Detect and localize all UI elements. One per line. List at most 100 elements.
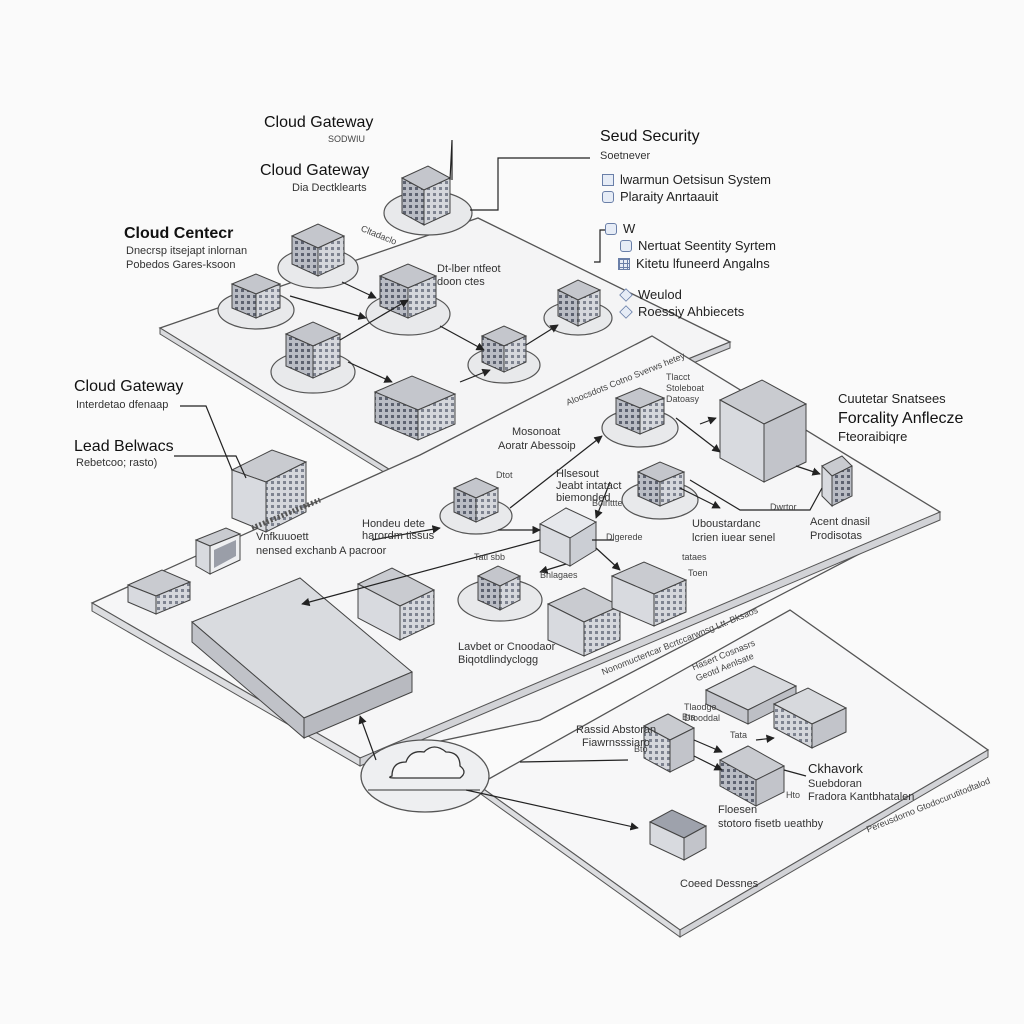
- raned-line1: Rassid Abstoran: [576, 724, 657, 736]
- tl-label-line2: Stoleboat: [666, 383, 705, 393]
- diamond-icon: [619, 304, 633, 319]
- cloud-gateway-3-title: Cloud Gateway: [74, 378, 184, 395]
- node-datacenter-right[interactable]: [718, 379, 808, 483]
- bottom-connections: [693, 734, 807, 777]
- node-bottom-block-b[interactable]: [772, 687, 848, 749]
- coeed-label: Coeed Dessnes: [680, 878, 759, 890]
- ckhaverk-line2: Suebdoran: [808, 778, 862, 790]
- dtr-label-line1: Dt-lber ntfeot: [437, 263, 501, 275]
- floesen-line1: Floesen: [718, 804, 758, 816]
- cloud-gateway-3-subtitle: Interdetao dfenaap: [76, 399, 169, 411]
- lock-icon: [605, 222, 617, 235]
- legend-item-5-text: Kitetu lfuneerd Angalns: [636, 256, 770, 271]
- top-connections: [289, 139, 612, 383]
- cluster-line3: Fteoraibiqre: [838, 429, 908, 444]
- node-tower-top[interactable]: [383, 165, 473, 236]
- node-large-warehouse[interactable]: [191, 577, 413, 740]
- legend-item-1-text: lwarmun Oetsisun System: [620, 172, 771, 187]
- ckhaverk-line1: Ckhavork: [808, 761, 863, 776]
- node-server-h[interactable]: [601, 387, 679, 448]
- lead-balancers-title: Lead Belwacs: [74, 438, 174, 455]
- hlt-line3: biemonded: [556, 492, 611, 504]
- stack-label-2: Boirlttte: [592, 498, 623, 508]
- stack-label-5: Bnlagaes: [540, 570, 578, 580]
- node-bottom-server[interactable]: [648, 809, 708, 861]
- legend-item-4-text: Nertuat Seentity Syrtem: [638, 238, 776, 253]
- node-rack-left[interactable]: [230, 449, 321, 533]
- small-tag-4: Hto: [786, 790, 801, 800]
- grid-icon: [618, 257, 630, 270]
- node-bottom-block-a[interactable]: [704, 665, 798, 725]
- cloud-gateway-1-subtitle: SODWIU: [328, 134, 365, 144]
- small-tag-3: Tata: [730, 730, 748, 740]
- stack-label-4: Dlgerede: [606, 532, 643, 542]
- sead-security-subtitle: Soetnever: [600, 150, 651, 162]
- hlt-line1: Hlsesout: [556, 468, 599, 480]
- node-building-c[interactable]: [610, 561, 688, 627]
- node-server-g[interactable]: [439, 477, 513, 535]
- stack-label-3: Tatl sbb: [474, 552, 506, 562]
- node-building-b[interactable]: [546, 587, 622, 657]
- hardeu-line1: Hondeu dete: [362, 518, 425, 530]
- stack-label-7: Toen: [688, 568, 708, 578]
- hlt-line2: Jeabt intatact: [556, 480, 622, 492]
- sead-security-title: Seud Security: [600, 128, 700, 145]
- node-monitor[interactable]: [194, 527, 242, 575]
- ckhaverk-line3: Fradora Kantbhatalen: [808, 791, 915, 803]
- node-office-top[interactable]: [373, 375, 457, 441]
- shield-icon: [602, 190, 614, 203]
- observant-line2: lcrien iuear senel: [692, 532, 776, 544]
- agent-line2: Prodisotas: [810, 530, 862, 542]
- tl-label-line1: Tlacct: [666, 372, 691, 382]
- lavbet-line2: Biqotdlindyclogg: [458, 654, 539, 666]
- node-server-f[interactable]: [543, 279, 613, 336]
- cluster-line1: Cuutetar Snatsees: [838, 391, 946, 406]
- legend-item-7: Roessiy Ahbiecets: [619, 304, 745, 319]
- floesen-line2: stotoro fisetb ueathby: [718, 818, 824, 830]
- legend-item-7-text: Roessiy Ahbiecets: [638, 304, 745, 319]
- cluster-line2: Forcality Anflecze: [838, 410, 964, 427]
- raned-line2: Fiawrnsssiaro: [582, 737, 650, 749]
- cloud-gateway-1-title: Cloud Gateway: [264, 114, 374, 131]
- legend-item-2-text: Plaraity Anrtaauit: [620, 189, 719, 204]
- node-bottom-building-a[interactable]: [642, 713, 696, 773]
- legend-item-6-text: Weulod: [638, 287, 682, 302]
- hardeu-line2: harordm tissus: [362, 530, 435, 542]
- dwrtor-label: Dwrtor: [770, 502, 797, 512]
- node-small-box[interactable]: [126, 569, 192, 615]
- node-cloud[interactable]: [360, 739, 490, 813]
- legend-item-1: lwarmun Oetsisun System: [602, 172, 771, 187]
- building-icon: [602, 173, 614, 186]
- observant-line1: Uboustardanc: [692, 518, 761, 530]
- vml-label-line1: Vnfkuuoett: [256, 531, 309, 543]
- diamond-icon: [619, 287, 633, 302]
- network-line2: Aoratr Abessoip: [498, 440, 576, 452]
- node-server-j[interactable]: [457, 565, 543, 622]
- node-server-c[interactable]: [365, 263, 451, 336]
- stack-label-1: Dtot: [496, 470, 513, 480]
- legend-item-3-text: W: [623, 221, 636, 236]
- small-tag-2: Bto: [634, 744, 648, 754]
- node-server-d[interactable]: [270, 321, 356, 394]
- node-server-i[interactable]: [621, 461, 699, 520]
- vml-label-line2: nensed exchanb A pacroor: [256, 545, 387, 557]
- lock-icon: [620, 239, 632, 252]
- lead-balancers-subtitle: Rebetcoo; rasto): [76, 457, 158, 469]
- network-line1: Mosonoat: [512, 426, 561, 438]
- legend-item-4: Nertuat Seentity Syrtem: [620, 238, 776, 253]
- legend-item-2: Plaraity Anrtaauit: [602, 189, 718, 204]
- node-bottom-building-b[interactable]: [718, 745, 786, 807]
- legend-item-6: Weulod: [619, 287, 682, 302]
- node-server-b[interactable]: [217, 273, 295, 330]
- node-building-center[interactable]: [356, 567, 436, 641]
- agent-line1: Acent dnasil: [810, 516, 870, 528]
- cloud-connections: [358, 715, 639, 831]
- legend-item-5: Kitetu lfuneerd Angalns: [618, 256, 770, 271]
- node-phone-device[interactable]: [821, 455, 853, 508]
- node-core-switch[interactable]: [538, 507, 598, 567]
- node-server-a[interactable]: [277, 223, 359, 289]
- cloud-center-line2: Pobedos Gares-ksoon: [126, 259, 236, 271]
- small-tag-1: Bta: [682, 712, 696, 722]
- cloud-gateway-2-subtitle: Dia Dectklearts: [292, 182, 367, 194]
